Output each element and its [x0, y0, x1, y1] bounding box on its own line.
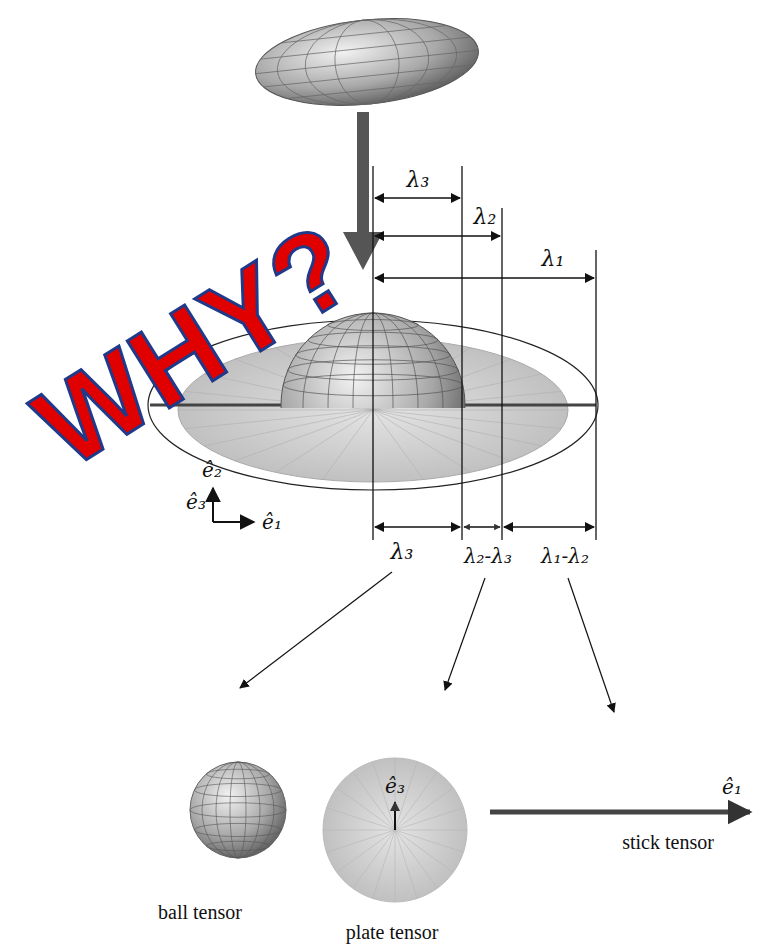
- grid-stroke: [327, 830, 395, 852]
- axes: [213, 488, 254, 522]
- tensor-caption: plate tensor: [346, 921, 439, 943]
- tensor-caption: ball tensor: [158, 901, 242, 923]
- grid-stroke: [230, 762, 246, 858]
- grid-stroke: [206, 841, 269, 851]
- grid-stroke: [190, 803, 286, 817]
- dimension-label: λ₂-λ₃: [464, 545, 512, 567]
- dimension-label: λ₃: [407, 168, 430, 192]
- grid-stroke: [261, 37, 471, 59]
- axis-label: ê₂: [202, 459, 222, 481]
- dimension-label: λ₁: [542, 247, 565, 271]
- grid-stroke: [287, 81, 453, 98]
- dimension-label: λ₂: [474, 205, 497, 229]
- dimension-label: λ₃: [391, 540, 414, 564]
- grid-stroke: [323, 830, 395, 831]
- grid-stroke: [373, 410, 542, 446]
- grid-stroke: [373, 410, 471, 472]
- grid-stroke: [373, 410, 561, 429]
- dimension-lines: [373, 166, 596, 540]
- axis-label: ê₁: [722, 776, 742, 798]
- grid-stroke: [395, 830, 467, 831]
- axis-label: ê₃: [385, 775, 405, 797]
- grid-stroke: [337, 830, 395, 872]
- grid-stroke: [235, 410, 373, 461]
- grid-stroke: [395, 830, 453, 872]
- pointer-arrows: [240, 572, 614, 712]
- dimension-label: λ₁-λ₂: [541, 545, 589, 567]
- grid-stroke: [256, 50, 479, 73]
- grid-stroke: [216, 762, 260, 858]
- grid-stroke: [185, 410, 373, 429]
- grid-stroke: [281, 25, 447, 42]
- grid-stroke: [373, 410, 568, 411]
- grid-stroke: [327, 808, 395, 830]
- grid-stroke: [373, 830, 395, 898]
- grid-stroke: [395, 830, 396, 902]
- grid-stroke: [395, 830, 437, 888]
- tensor-caption: stick tensor: [622, 831, 714, 853]
- grid-stroke: [202, 762, 274, 858]
- grid-stroke: [373, 410, 423, 480]
- grid-stroke: [395, 830, 463, 852]
- ellipsoid-top: [251, 9, 483, 116]
- grid-stroke: [204, 410, 373, 446]
- grid-stroke: [323, 410, 373, 480]
- grid-stroke: [395, 808, 463, 830]
- grid-stroke: [263, 65, 473, 87]
- axis-label: ê₃: [186, 491, 206, 513]
- ball-tensor-sphere: [190, 762, 286, 858]
- grid-stroke: [276, 410, 374, 472]
- grid-stroke: [194, 823, 281, 836]
- grid-stroke: [373, 410, 511, 461]
- down-arrow: [343, 112, 383, 270]
- grid-stroke: [353, 830, 395, 888]
- axis-label: ê₁: [262, 511, 282, 533]
- grid-stroke: [206, 769, 269, 779]
- plate-tensor-disc: [323, 758, 467, 902]
- stick-tensor-arrow: [490, 812, 750, 813]
- grid-stroke: [194, 783, 281, 796]
- grid-stroke: [395, 830, 417, 898]
